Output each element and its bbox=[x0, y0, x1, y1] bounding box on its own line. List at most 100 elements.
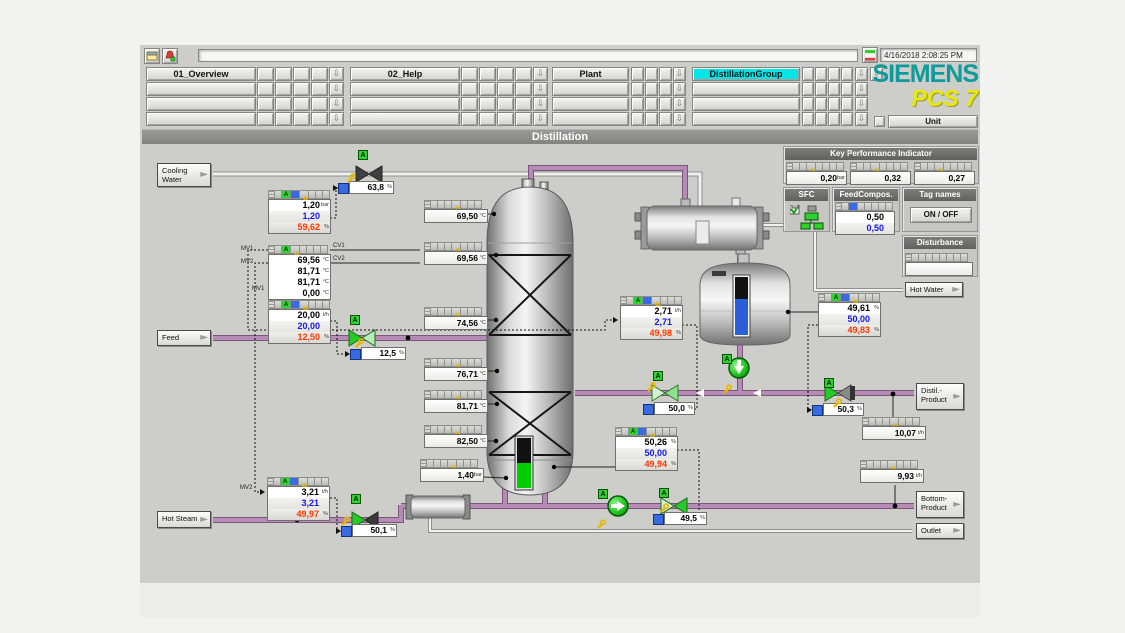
nav-cell[interactable] bbox=[515, 82, 532, 96]
nav-cell[interactable] bbox=[515, 97, 532, 111]
nav-dropdown-icon[interactable]: ⇩ bbox=[533, 112, 548, 126]
nav-cell[interactable] bbox=[645, 112, 658, 126]
nav-cell[interactable] bbox=[802, 112, 814, 126]
nav-cell[interactable] bbox=[293, 82, 310, 96]
nav-dropdown-icon[interactable]: ⇩ bbox=[329, 67, 344, 81]
picture-tree-button[interactable] bbox=[144, 48, 160, 64]
nav-dropdown-icon[interactable]: ⇩ bbox=[673, 82, 686, 96]
nav-cell[interactable] bbox=[497, 67, 514, 81]
nav-cell[interactable] bbox=[461, 67, 478, 81]
tagnames-onoff-button[interactable]: ON / OFF bbox=[910, 207, 972, 223]
cooling-valve-position[interactable]: 63,8% bbox=[338, 181, 394, 194]
feed-valve-position[interactable]: 12,5% bbox=[350, 347, 406, 360]
nav-button-empty[interactable] bbox=[350, 112, 460, 126]
nav-button-plant[interactable]: Plant bbox=[552, 67, 629, 81]
nav-cell[interactable] bbox=[828, 97, 840, 111]
temperature-controller-faceplate[interactable]: A 69,56°C 81,71°C 81,71°C 0,00°C bbox=[268, 245, 331, 300]
reboiler[interactable] bbox=[405, 494, 471, 520]
tray-temp-faceplate[interactable]: 76,71°C bbox=[424, 358, 488, 381]
nav-cell[interactable] bbox=[645, 97, 658, 111]
nav-cell[interactable] bbox=[275, 112, 292, 126]
nav-dropdown-icon[interactable]: ⇩ bbox=[329, 82, 344, 96]
nav-cell[interactable] bbox=[828, 112, 840, 126]
distillation-column[interactable] bbox=[486, 178, 574, 496]
nav-button-empty[interactable] bbox=[552, 82, 629, 96]
nav-cell[interactable] bbox=[293, 112, 310, 126]
bottom-level-faceplate[interactable]: A 50,26% 50,00 49,94% bbox=[615, 427, 678, 471]
distillate-valve[interactable] bbox=[824, 384, 855, 402]
nav-dropdown-icon[interactable]: ⇩ bbox=[533, 82, 548, 96]
nav-button-empty[interactable] bbox=[552, 97, 629, 111]
nav-dropdown-icon[interactable]: ⇩ bbox=[870, 67, 883, 81]
bottom-pump[interactable] bbox=[607, 495, 629, 517]
nav-cell[interactable] bbox=[461, 82, 478, 96]
nav-cell[interactable] bbox=[497, 82, 514, 96]
nav-cell[interactable] bbox=[311, 112, 328, 126]
nav-cell[interactable] bbox=[631, 67, 644, 81]
nav-dropdown-icon[interactable]: ⇩ bbox=[533, 67, 548, 81]
nav-button-empty[interactable] bbox=[146, 82, 256, 96]
nav-dropdown-icon[interactable]: ⇩ bbox=[673, 112, 686, 126]
unit-icon[interactable] bbox=[874, 116, 885, 127]
nav-cell[interactable] bbox=[311, 82, 328, 96]
nav-cell[interactable] bbox=[659, 97, 672, 111]
nav-cell[interactable] bbox=[293, 67, 310, 81]
tray-temp-faceplate[interactable]: 81,71°C bbox=[424, 390, 488, 413]
nav-button-overview[interactable]: 01_Overview bbox=[146, 67, 256, 81]
reflux-valve[interactable] bbox=[651, 384, 679, 402]
disturbance-faceplate[interactable] bbox=[905, 253, 973, 276]
nav-cell[interactable] bbox=[461, 97, 478, 111]
nav-cell[interactable] bbox=[802, 82, 814, 96]
unit-button[interactable]: Unit bbox=[888, 115, 978, 128]
nav-dropdown-icon[interactable]: ⇩ bbox=[329, 112, 344, 126]
nav-button-empty[interactable] bbox=[146, 97, 256, 111]
nav-button-empty[interactable] bbox=[350, 97, 460, 111]
nav-cell[interactable] bbox=[828, 82, 840, 96]
nav-cell[interactable] bbox=[815, 112, 827, 126]
nav-cell[interactable] bbox=[631, 82, 644, 96]
nav-cell[interactable] bbox=[631, 112, 644, 126]
kpi-faceplate[interactable]: 0,27 bbox=[914, 162, 975, 185]
nav-cell[interactable] bbox=[645, 67, 658, 81]
nav-cell[interactable] bbox=[815, 67, 827, 81]
nav-cell[interactable] bbox=[515, 112, 532, 126]
nav-dropdown-icon[interactable]: ⇩ bbox=[533, 97, 548, 111]
nav-cell[interactable] bbox=[631, 97, 644, 111]
nav-button-distillationgroup[interactable]: DistillationGroup bbox=[692, 67, 800, 81]
nav-cell[interactable] bbox=[645, 82, 658, 96]
nav-button-empty[interactable] bbox=[350, 82, 460, 96]
nav-cell[interactable] bbox=[257, 97, 274, 111]
nav-cell[interactable] bbox=[275, 82, 292, 96]
tray-temp-faceplate[interactable]: 69,50°C bbox=[424, 200, 488, 223]
kpi-faceplate[interactable]: 0,32 bbox=[850, 162, 911, 185]
steam-valve-position[interactable]: 50,1% bbox=[341, 524, 397, 537]
nav-cell[interactable] bbox=[479, 112, 496, 126]
nav-cell[interactable] bbox=[659, 67, 672, 81]
tray-temp-faceplate[interactable]: 69,56°C bbox=[424, 242, 488, 265]
nav-cell[interactable] bbox=[275, 97, 292, 111]
nav-button-empty[interactable] bbox=[692, 97, 800, 111]
nav-button-empty[interactable] bbox=[692, 112, 800, 126]
reflux-valve-position[interactable]: 50,0% bbox=[643, 402, 695, 415]
nav-cell[interactable] bbox=[828, 67, 840, 81]
nav-cell[interactable] bbox=[479, 67, 496, 81]
nav-cell[interactable] bbox=[841, 112, 853, 126]
nav-dropdown-icon[interactable]: ⇩ bbox=[855, 67, 868, 81]
reflux-drum[interactable] bbox=[699, 253, 791, 346]
sfc-icon[interactable] bbox=[789, 203, 824, 231]
alarm-button[interactable] bbox=[162, 48, 178, 64]
nav-cell[interactable] bbox=[659, 112, 672, 126]
cooling-water-valve[interactable] bbox=[355, 165, 383, 183]
nav-cell[interactable] bbox=[659, 82, 672, 96]
condenser[interactable] bbox=[634, 197, 770, 255]
nav-cell[interactable] bbox=[802, 67, 814, 81]
hot-water-faceplate[interactable]: A 49,61% 50,00 49,83% bbox=[818, 293, 881, 337]
nav-cell[interactable] bbox=[841, 97, 853, 111]
